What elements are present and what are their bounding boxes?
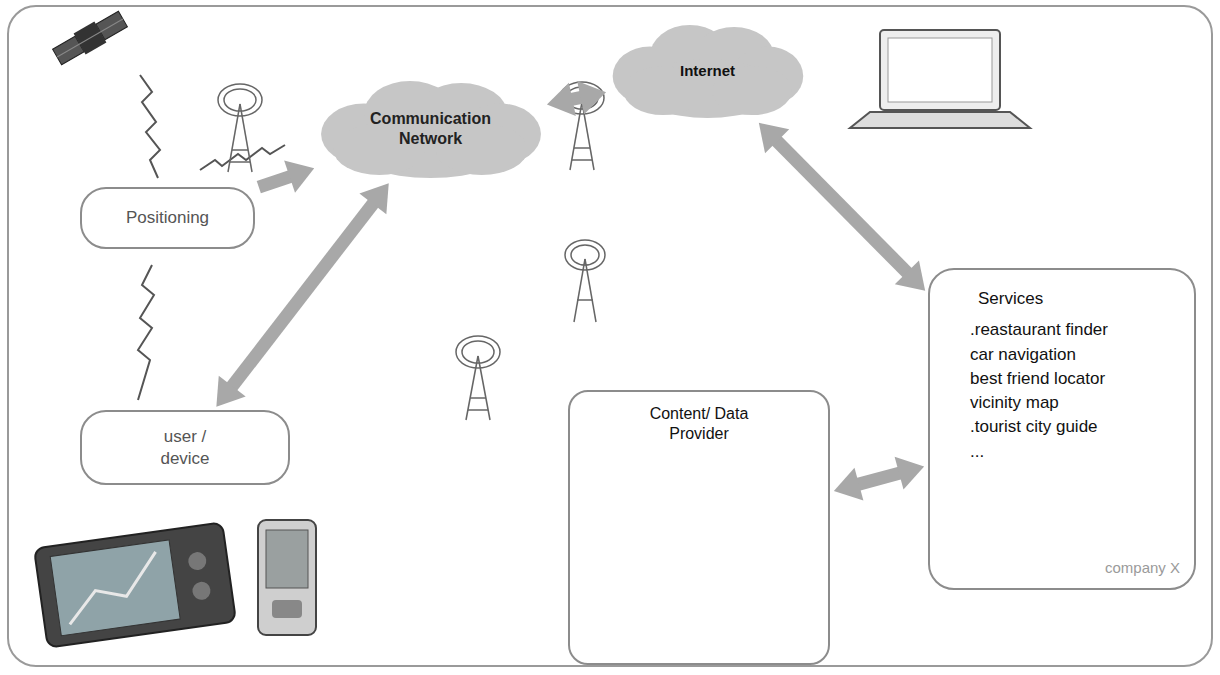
radio-tower: [565, 240, 605, 322]
connector-shaft: [776, 140, 909, 274]
arrow-head: [895, 260, 925, 290]
network-cloud: Communication Network: [318, 78, 543, 180]
arrow-head: [547, 83, 576, 116]
service-item: best friend locator: [970, 368, 1105, 389]
connector-shaft: [259, 176, 292, 187]
node-label: Positioning: [126, 207, 209, 228]
connector-arrow: [547, 81, 606, 116]
node-label: Content/ Data Provider: [624, 404, 774, 444]
user-device-box: user / device: [80, 410, 290, 485]
node-label: Internet: [680, 62, 735, 81]
satellite-icon: [51, 9, 129, 68]
radio-tower: [218, 84, 262, 172]
internet-cloud: Internet: [610, 22, 805, 120]
connector-shaft: [857, 473, 901, 485]
connector-arrow: [759, 123, 925, 291]
radio-tower: [456, 336, 500, 420]
laptop-icon: [850, 30, 1030, 128]
service-item: vicinity map: [970, 392, 1059, 413]
services-box: Services .reastaurant finder car navigatio…: [928, 268, 1196, 590]
arrow-head: [759, 123, 789, 153]
company-tag: company X: [1105, 559, 1180, 578]
navigation-device: [34, 522, 236, 647]
arrow-head: [577, 81, 606, 114]
arrow-head: [359, 183, 388, 214]
outer-frame: [8, 6, 1212, 666]
positioning-box: Positioning: [80, 187, 255, 249]
node-label: user / device: [140, 426, 230, 469]
cloud-shape: [318, 78, 543, 180]
pda-device: [258, 520, 316, 635]
service-item: ...: [970, 441, 984, 462]
node-label: Communication Network: [363, 109, 498, 149]
service-item: .tourist city guide: [970, 416, 1098, 437]
content-provider-box: Content/ Data Provider: [568, 390, 830, 665]
arrow-head: [834, 468, 864, 501]
arrow-head: [284, 161, 314, 193]
service-item: car navigation: [970, 344, 1076, 365]
connector-arrow: [834, 457, 924, 501]
section-heading: Services: [978, 288, 1043, 309]
service-item: .reastaurant finder: [970, 319, 1108, 340]
arrow-head: [895, 457, 925, 490]
connector-arrow: [259, 161, 314, 193]
arrow-head: [216, 376, 245, 407]
